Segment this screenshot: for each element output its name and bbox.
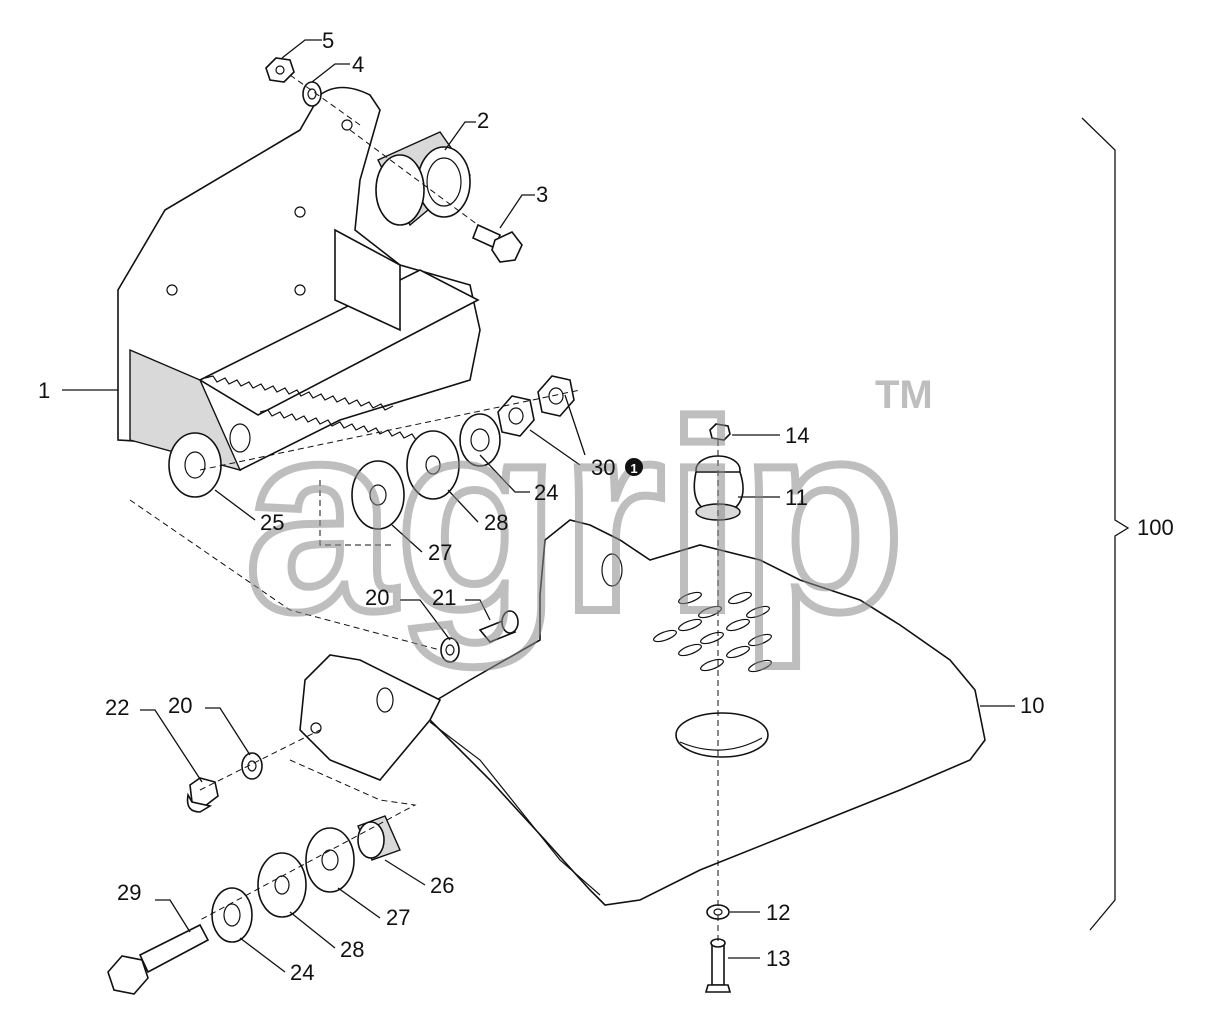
label-part-2: 2: [477, 108, 489, 133]
label-assembly-100: 100: [1137, 515, 1174, 540]
washer-part-28-lower: [257, 852, 307, 918]
washer-part-20-lower: [241, 752, 263, 780]
note-marker-icon: [625, 458, 643, 476]
bushing-part-2: [375, 131, 471, 227]
washer-part-4: [302, 81, 322, 107]
footplate-part-10: [418, 519, 986, 906]
vent-slots: [653, 591, 772, 673]
watermark: agrip TM: [241, 363, 933, 673]
screw-part-13: [704, 938, 732, 993]
callout-labels: 5 4 2 3 1 14 11 30 1 24 25 27 28 100 20 …: [38, 28, 1174, 985]
label-part-24-upper: 24: [534, 480, 558, 505]
trademark-text: TM: [875, 373, 933, 417]
washer-part-24-upper: [459, 413, 501, 467]
nut-part-30: [497, 375, 575, 437]
pin-part-21: [478, 610, 519, 643]
label-part-4: 4: [352, 52, 364, 77]
label-part-20-lower: 20: [168, 693, 192, 718]
washer-part-25: [168, 432, 222, 498]
label-part-26: 26: [430, 873, 454, 898]
label-part-29: 29: [117, 880, 141, 905]
label-part-5: 5: [322, 28, 334, 53]
leader-lines: [62, 39, 1130, 973]
label-part-28-upper: 28: [484, 510, 508, 535]
washer-part-27-lower: [305, 827, 355, 893]
bolt-part-29: [107, 923, 210, 995]
washer-part-28-upper: [406, 430, 460, 500]
assembly-centerlines: [129, 74, 719, 945]
label-part-13: 13: [766, 946, 790, 971]
label-part-14: 14: [785, 423, 809, 448]
nut-part-5: [265, 57, 295, 83]
label-part-22: 22: [105, 695, 129, 720]
bracket-part-1: [117, 86, 481, 472]
watermark-text: agrip: [245, 367, 905, 669]
label-part-28-lower: 28: [340, 937, 364, 962]
label-part-25: 25: [260, 510, 284, 535]
washer-part-20-upper: [440, 637, 460, 663]
spacer-part-26: [357, 815, 401, 861]
label-part-3: 3: [536, 182, 548, 207]
label-part-30: 30: [591, 455, 615, 480]
bolt-part-3: [471, 223, 523, 263]
label-part-10: 10: [1020, 693, 1044, 718]
label-part-21: 21: [432, 585, 456, 610]
label-part-12: 12: [766, 900, 790, 925]
washer-part-27-upper: [351, 460, 405, 530]
label-part-27-upper: 27: [428, 540, 452, 565]
label-part-1: 1: [38, 378, 50, 403]
washer-part-24-lower: [211, 887, 253, 943]
label-part-24-lower: 24: [290, 960, 314, 985]
footplate-flange: [299, 654, 442, 781]
label-part-27-lower: 27: [386, 905, 410, 930]
label-part-20-upper: 20: [365, 585, 389, 610]
note-marker-text: 1: [630, 461, 637, 476]
nut-part-14: [709, 423, 731, 441]
label-part-11: 11: [785, 485, 808, 510]
